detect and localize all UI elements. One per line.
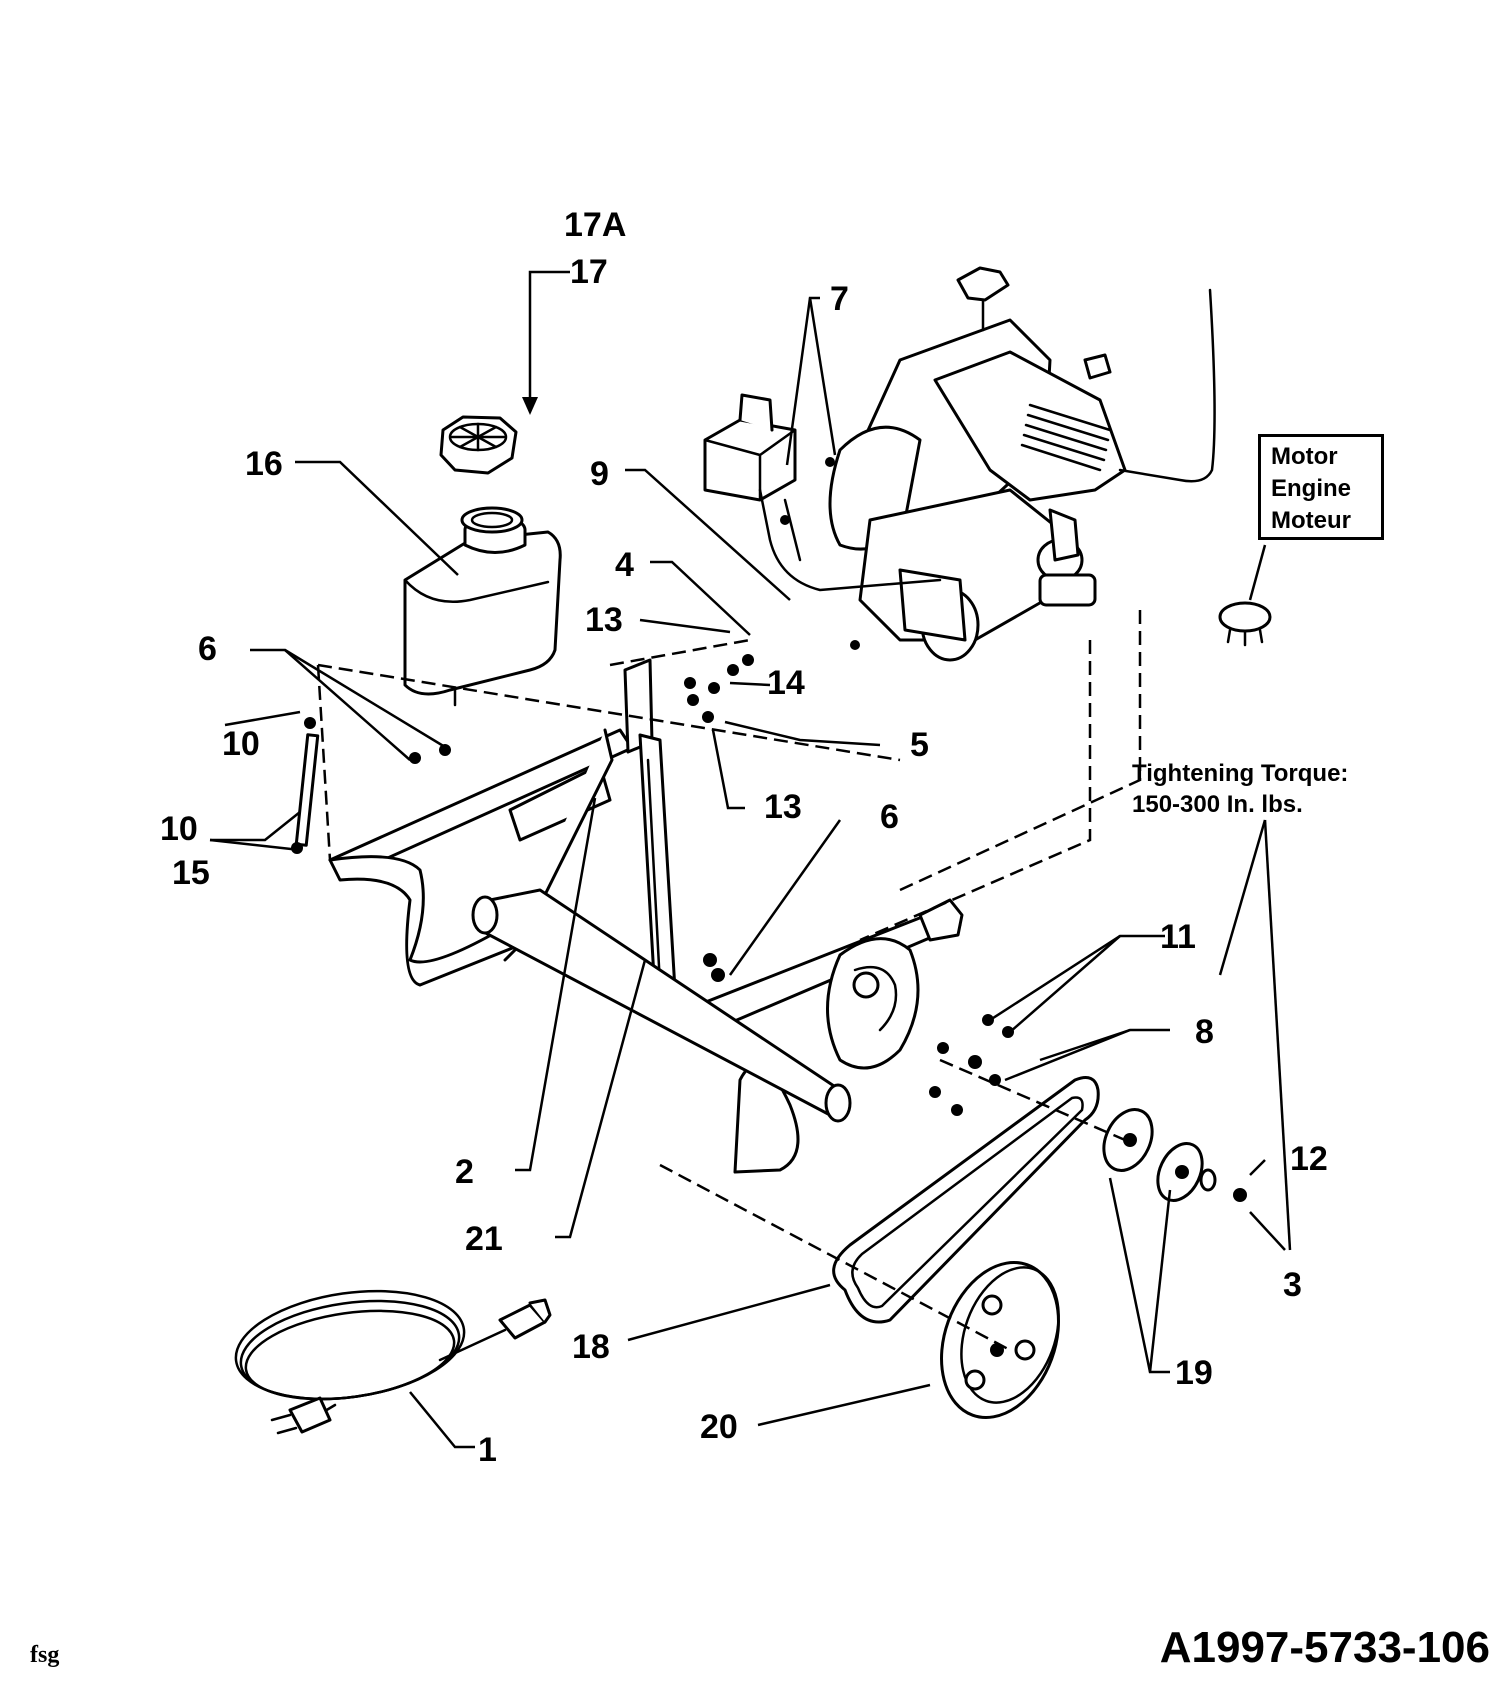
label-9: 9: [590, 455, 609, 493]
label-10-top: 10: [222, 725, 260, 763]
engine-screws: [780, 457, 860, 650]
label-19: 19: [1175, 1354, 1213, 1392]
label-13-bottom: 13: [764, 788, 802, 826]
label-2: 2: [455, 1153, 474, 1191]
label-14: 14: [767, 664, 805, 702]
gasket-ring: [460, 506, 524, 534]
label-12: 12: [1290, 1140, 1328, 1178]
wheel-pulley: [940, 1261, 1060, 1419]
label-1: 1: [478, 1431, 497, 1469]
pulley-halves: [1102, 1108, 1247, 1202]
label-3: 3: [1283, 1266, 1302, 1304]
label-10-bottom: 10: [160, 810, 198, 848]
engine-plug: [1218, 601, 1272, 647]
drawing-number: A1997-5733-106: [1159, 1623, 1490, 1672]
label-4: 4: [615, 546, 634, 584]
label-15: 15: [172, 854, 210, 892]
label-6-left: 6: [198, 630, 217, 668]
fuel-cap: [439, 415, 518, 475]
label-11: 11: [1160, 918, 1196, 956]
label-8: 8: [1195, 1013, 1214, 1051]
label-7: 7: [830, 280, 849, 318]
housing: [471, 888, 964, 1174]
label-21: 21: [465, 1220, 503, 1258]
corner-mark: fsg: [30, 1642, 60, 1668]
extension-cord: [234, 1289, 552, 1435]
torque-note-line2: 150-300 In. lbs.: [1132, 791, 1303, 819]
fuel-rod: [291, 717, 320, 854]
label-13-top: 13: [585, 601, 623, 639]
label-5: 5: [910, 726, 929, 764]
fuel-tank: [403, 514, 562, 707]
engine-box-line3: Moteur: [1271, 507, 1351, 534]
torque-note: Tightening Torque: 150-300 In. lbs.: [1132, 758, 1348, 820]
torque-note-line1: Tightening Torque:: [1132, 760, 1349, 787]
label-17: 17: [570, 253, 608, 291]
engine: [828, 266, 1216, 662]
leader-lines: [209, 270, 1292, 1449]
label-6-right: 6: [880, 798, 899, 836]
drive-belt: [832, 1076, 1100, 1324]
engine-reference-box: Motor Engine Moteur: [1258, 434, 1384, 540]
label-20: 20: [700, 1408, 738, 1446]
alignment-lines: [316, 610, 1142, 1352]
axle-hardware: [409, 654, 1014, 1116]
label-16: 16: [245, 445, 283, 483]
switch-box: [703, 393, 942, 592]
engine-box-line1: Motor: [1271, 443, 1338, 470]
engine-box-line2: Engine: [1271, 475, 1352, 502]
label-17a: 17A: [564, 206, 627, 244]
label-18: 18: [572, 1328, 610, 1366]
